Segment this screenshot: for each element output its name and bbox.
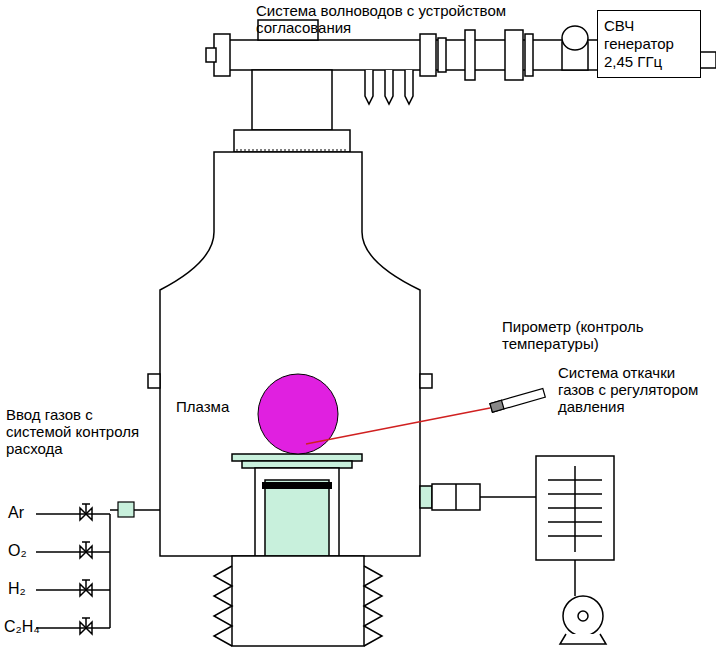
flow-controller — [118, 502, 134, 517]
plasma-label: Плазма — [176, 398, 256, 415]
heater — [262, 482, 332, 489]
waveguide-out — [700, 52, 716, 68]
coupler-flange — [234, 130, 350, 152]
pyrometer-label: Пирометр (контроль температуры) — [502, 318, 682, 352]
substrate-plate — [232, 454, 362, 461]
gas-name: O₂ — [8, 542, 36, 559]
port-right — [420, 374, 432, 388]
waveguide — [228, 40, 598, 70]
window — [236, 150, 348, 151]
gas-lines — [36, 504, 160, 634]
coupler — [252, 70, 332, 130]
gas-name: C₂H₄ — [4, 618, 44, 635]
bellows — [214, 566, 382, 646]
flange — [420, 34, 436, 76]
waveguide-label: Система волноводов с устройством согласо… — [256, 2, 586, 36]
flange — [465, 30, 475, 80]
base — [232, 556, 364, 646]
plasma-ball — [258, 374, 338, 454]
holder-column — [265, 480, 329, 556]
pump-system — [420, 456, 614, 644]
vacuum-chamber — [160, 152, 420, 556]
port-left — [148, 374, 160, 388]
pyrometer-beam — [306, 408, 490, 444]
generator-box: СВЧ генератор 2,45 ГГц — [597, 10, 701, 78]
tuning-stubs — [365, 70, 413, 104]
flange — [505, 30, 523, 80]
gas-input-label: Ввод газов с системой контроля расхода — [6, 406, 146, 457]
holder-stand — [255, 468, 339, 556]
box-text: СВЧ генератор 2,45 ГГц — [604, 17, 694, 71]
pyrometer — [490, 388, 545, 412]
waveguide-cap — [206, 48, 216, 62]
flange — [525, 34, 533, 76]
substrate-table — [242, 461, 352, 468]
gas-name: Ar — [8, 504, 36, 521]
gas-name: H₂ — [8, 580, 36, 597]
pump-label: Система откачки газов с регулятором давл… — [558, 364, 708, 415]
circulator-head — [562, 26, 588, 50]
flange — [438, 38, 446, 72]
